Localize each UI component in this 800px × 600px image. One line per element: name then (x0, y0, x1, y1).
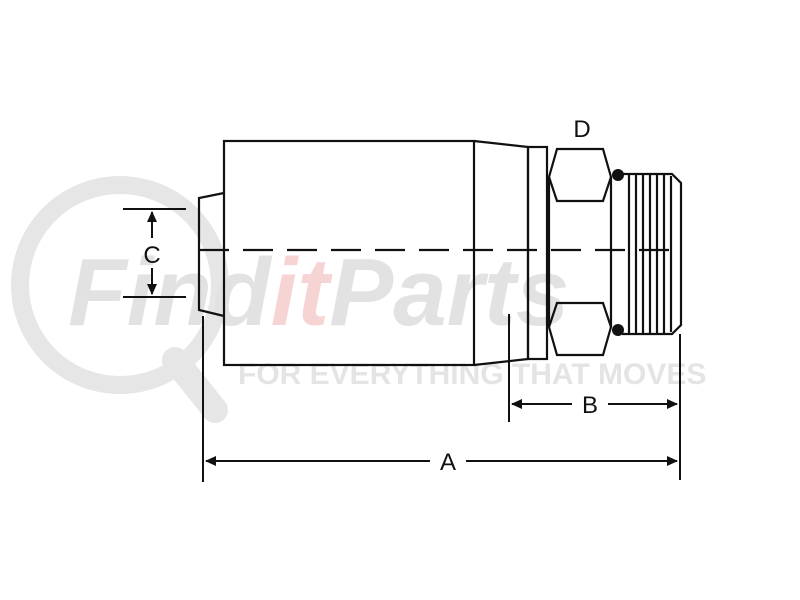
watermark-brand-parts: Parts (329, 239, 569, 346)
ferrule-body (222, 139, 476, 367)
weld-dot-bottom (612, 324, 624, 336)
fitting-drawing (197, 139, 683, 367)
watermark-brand: FinditParts (68, 239, 569, 346)
hex-nut (547, 147, 613, 357)
watermark: FinditParts FOR EVERYTHING THAT MOVES (11, 176, 706, 423)
thread-section (622, 172, 683, 336)
collar (526, 145, 549, 361)
dimension-c (123, 208, 186, 298)
dimension-a-label: A (440, 449, 456, 476)
dimension-a (202, 316, 681, 482)
weld-dot-top (612, 169, 624, 181)
dimension-b-label: B (582, 392, 598, 419)
insert-stub (197, 191, 225, 318)
magnifier-watermark-icon (11, 176, 229, 423)
dimension-d-label: D (573, 116, 590, 143)
watermark-brand-find: Find (68, 239, 273, 346)
watermark-brand-it: it (271, 239, 334, 346)
dimension-b (508, 314, 681, 422)
watermark-tagline: FOR EVERYTHING THAT MOVES (238, 358, 706, 391)
dimension-c-label: C (143, 242, 160, 269)
